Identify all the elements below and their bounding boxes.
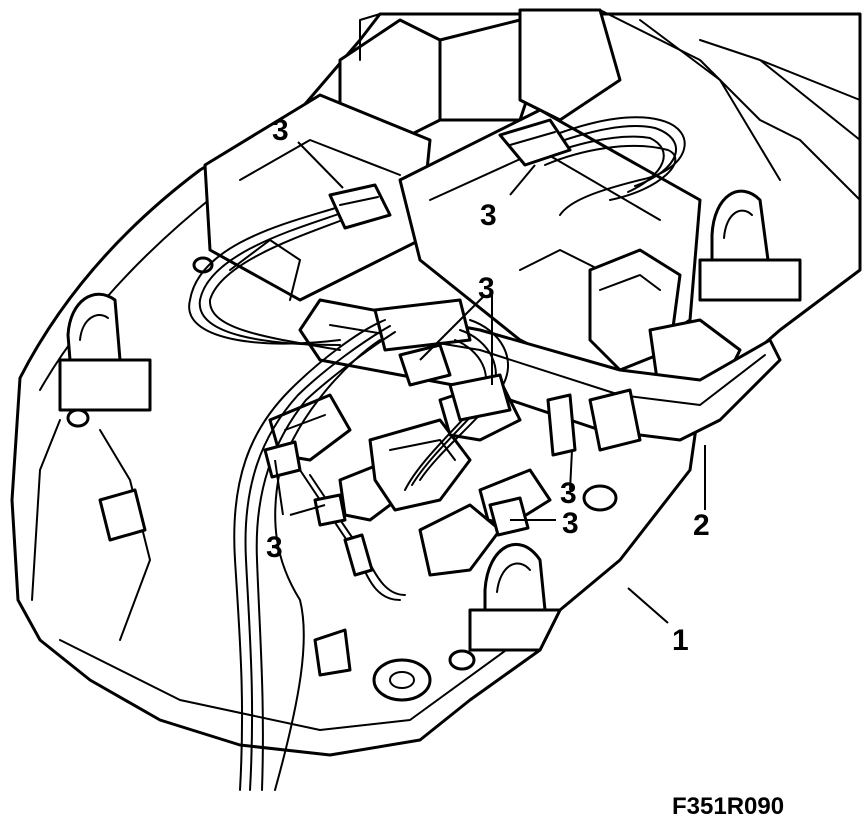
callout-3-right-post: 3: [560, 477, 577, 510]
left-mounting-post: [58, 292, 152, 412]
wiring-harness: [188, 116, 686, 791]
callout-3-top-left: 3: [272, 114, 289, 147]
callout-3-center-pair: 3: [478, 272, 495, 305]
upper-right-mounting-post: [698, 189, 802, 302]
lower-right-mounting-post: [468, 542, 562, 652]
callout-1: 1: [672, 624, 689, 657]
callout-2: 2: [693, 509, 710, 542]
callout-3-lower-right: 3: [562, 507, 579, 540]
leader-lines: [274, 141, 706, 624]
connector-top-left: [328, 183, 392, 230]
connector-right-post: [546, 393, 577, 457]
connector-lower-right: [488, 496, 530, 537]
callout-3-lower-left: 3: [266, 531, 283, 564]
connector-top-center: [498, 118, 572, 167]
callout-3-top-center: 3: [480, 199, 497, 232]
central-block: [203, 93, 742, 402]
figure-reference: F351R090: [672, 793, 784, 820]
connector-lower-left: [263, 440, 347, 527]
connector-center-pair: [398, 343, 512, 422]
